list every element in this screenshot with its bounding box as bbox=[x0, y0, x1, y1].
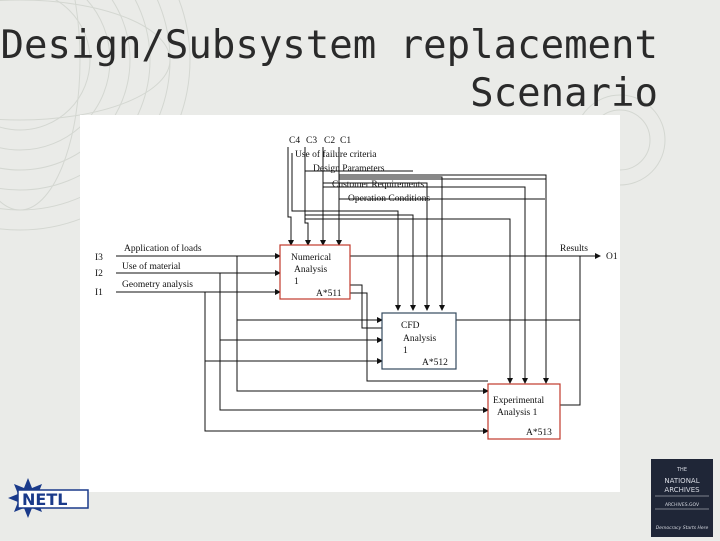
na-line-3: ARCHIVES bbox=[664, 486, 700, 494]
output-id: O1 bbox=[606, 252, 618, 262]
box1-line3: 1 bbox=[294, 277, 299, 287]
box3-line1: Experimental bbox=[493, 396, 545, 406]
idef0-diagram: C4 C3 C2 C1 Use of failure criteria Desi… bbox=[80, 115, 620, 492]
control-c4-label: C4 bbox=[289, 136, 300, 146]
na-line-5: Democracy Starts Here bbox=[656, 525, 709, 531]
control-label-customer-requirements: Customer Requirements bbox=[332, 180, 424, 190]
box2-line2: Analysis bbox=[403, 334, 437, 344]
control-label-failure-criteria: Use of failure criteria bbox=[295, 149, 377, 160]
box-experimental-analysis bbox=[487, 383, 561, 440]
na-line-4: ARCHIVES.GOV bbox=[665, 502, 700, 508]
control-c2-label: C2 bbox=[324, 136, 335, 146]
box2-line3: 1 bbox=[403, 346, 408, 356]
input-i3-id: I3 bbox=[95, 253, 103, 263]
box-cfd-analysis bbox=[381, 312, 457, 370]
title-line-1: Design/Subsystem replacement bbox=[0, 23, 658, 68]
box1-line2: Analysis bbox=[294, 265, 328, 275]
na-line-2: NATIONAL bbox=[664, 477, 699, 485]
control-c3-label: C3 bbox=[306, 136, 317, 146]
box2-line1: CFD bbox=[401, 321, 420, 331]
title-line-2: Scenario bbox=[470, 71, 658, 116]
slide-title: Design/Subsystem replacement Scenario bbox=[1, 22, 658, 118]
control-arrows bbox=[287, 147, 549, 384]
na-line-1: THE bbox=[676, 467, 687, 473]
netl-logo-text: NETL bbox=[22, 490, 67, 509]
netl-logo: NETL bbox=[8, 478, 89, 518]
national-archives-logo: THE NATIONAL ARCHIVES ARCHIVES.GOV Democ… bbox=[651, 459, 713, 537]
box1-code: A*511 bbox=[316, 289, 342, 299]
input-i3-label: Application of loads bbox=[124, 243, 202, 254]
output-label: Results bbox=[560, 244, 588, 254]
control-label-design-parameters: Design Parameters bbox=[313, 164, 385, 174]
input-i2-id: I2 bbox=[95, 269, 103, 279]
input-arrows bbox=[116, 253, 601, 434]
box3-code: A*513 bbox=[526, 428, 552, 438]
diagram-canvas: C4 C3 C2 C1 Use of failure criteria Desi… bbox=[95, 136, 618, 440]
box3-line2: Analysis 1 bbox=[497, 408, 538, 418]
input-i2-label: Use of material bbox=[122, 261, 181, 272]
input-i1-id: I1 bbox=[95, 288, 103, 298]
box2-code: A*512 bbox=[422, 358, 448, 368]
input-i1-label: Geometry analysis bbox=[122, 280, 193, 290]
control-c1-label: C1 bbox=[340, 136, 351, 146]
box-numerical-analysis bbox=[279, 244, 351, 300]
box1-line1: Numerical bbox=[291, 253, 331, 263]
